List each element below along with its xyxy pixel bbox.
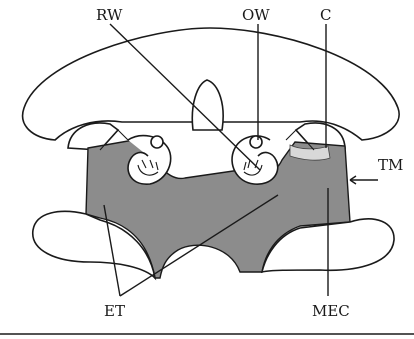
label-rw: RW	[96, 6, 123, 24]
left-window-circle	[151, 136, 163, 148]
label-tm: TM	[378, 156, 403, 174]
label-c: C	[320, 6, 331, 24]
label-mec: MEC	[312, 302, 350, 320]
label-ow: OW	[242, 6, 270, 24]
right-window-circle	[250, 136, 262, 148]
label-et: ET	[104, 302, 125, 320]
